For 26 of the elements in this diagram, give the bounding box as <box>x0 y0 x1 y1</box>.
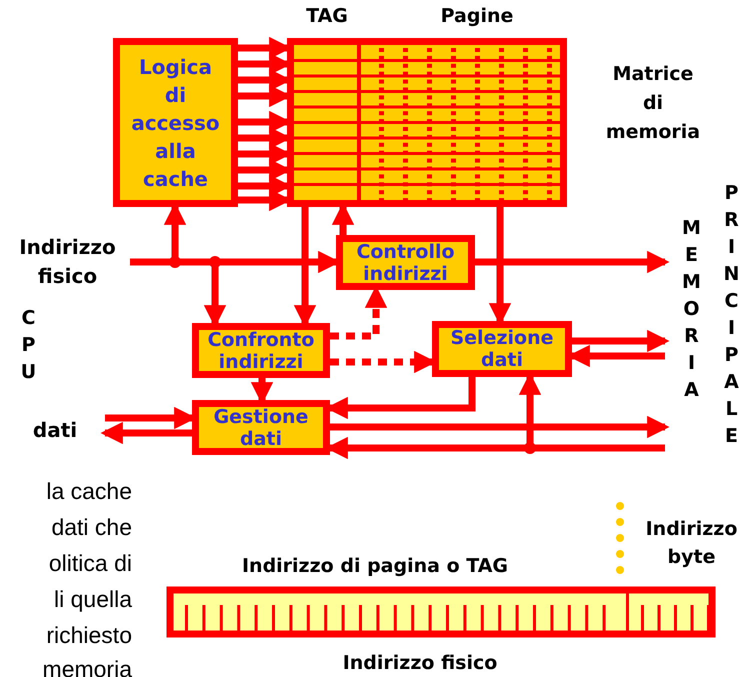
arrow <box>330 416 670 438</box>
text-fragment: richiesto <box>45 622 132 648</box>
process-box: Confronto indirizzi <box>192 323 330 378</box>
text-fragment: memoria <box>42 656 132 677</box>
process-box: Gestione dati <box>192 400 330 455</box>
process-box: Selezione dati <box>432 321 572 377</box>
vertical-label: CPU <box>20 306 38 385</box>
column-heading: TAG <box>305 5 349 27</box>
process-box: Controllo indirizzi <box>336 235 475 290</box>
arrow <box>572 330 670 352</box>
arrow <box>100 422 192 444</box>
vertical-label: PRINCIPALE <box>722 181 740 449</box>
register-label: Indirizzo fisico <box>342 651 498 675</box>
data-label: dati <box>32 418 78 442</box>
arrow <box>475 250 670 274</box>
text-fragment: la cache <box>45 478 132 504</box>
field-label: Indirizzo byte <box>644 517 738 570</box>
text-fragment: olitica di <box>48 550 132 576</box>
matrix-caption: Matrice di memoria <box>604 62 702 145</box>
field-label: Indirizzo di pagina o TAG <box>240 554 510 578</box>
process-box: Logica di accesso alla cache <box>113 38 238 207</box>
column-heading: Pagine <box>440 5 514 27</box>
input-label: Indirizzo fisico <box>5 233 130 291</box>
text-fragment: dati che <box>50 514 132 540</box>
text-fragment: li quella <box>53 586 132 612</box>
vertical-label: MEMORIA <box>682 216 701 403</box>
